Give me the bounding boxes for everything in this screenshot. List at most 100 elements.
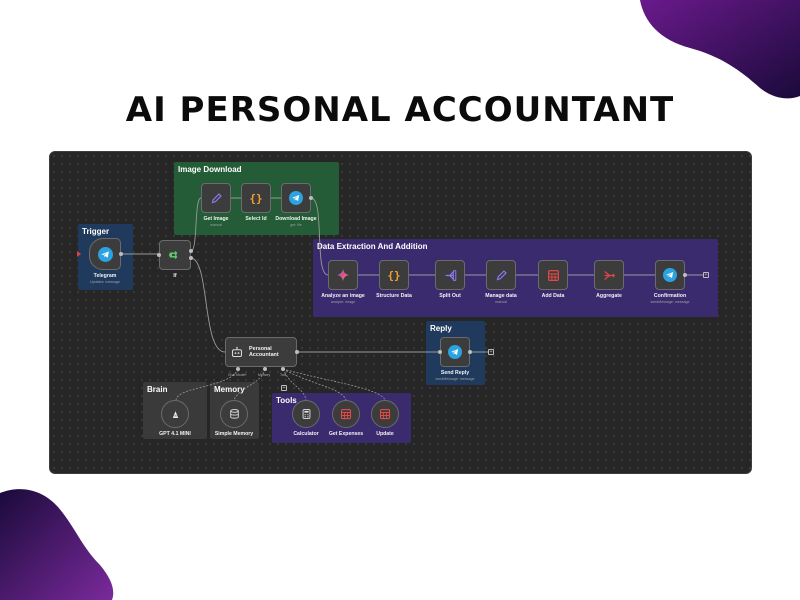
node-label-personal-accountant: Personal Accountant <box>249 345 279 359</box>
port-out-send-reply[interactable] <box>468 350 472 354</box>
group-title-memory: Memory <box>214 385 245 394</box>
telegram-icon <box>289 191 303 205</box>
workflow-canvas[interactable]: Trigger Image Download Data Extraction A… <box>49 151 752 474</box>
group-title-brain: Brain <box>147 385 168 394</box>
port-out-telegram[interactable] <box>119 252 123 256</box>
group-title-tools: Tools <box>276 396 297 405</box>
braces-icon: {} <box>387 268 401 282</box>
node-analyze-image[interactable] <box>328 260 358 290</box>
wire-accountant-expenses <box>282 368 347 401</box>
port-out-confirmation[interactable] <box>683 273 687 277</box>
node-label-gpt: GPT 4.1 MINI <box>159 431 191 437</box>
wire-download-analyze <box>310 197 329 276</box>
node-sub-confirmation: sendMessage: message <box>650 300 690 304</box>
node-select-id[interactable]: {} <box>241 183 271 213</box>
if-icon <box>168 248 182 262</box>
port-out-download[interactable] <box>309 196 313 200</box>
wire-accountant-calculator <box>282 368 307 401</box>
sheets-icon <box>379 408 391 420</box>
node-if[interactable] <box>159 240 191 270</box>
group-title-trigger: Trigger <box>82 227 110 236</box>
node-label-get-expenses: Get Expenses <box>328 431 364 437</box>
port-chat-model[interactable] <box>236 367 240 371</box>
node-label-analyze-image: Analyze an image <box>321 293 365 299</box>
node-label-add-data: Add Data <box>541 293 565 299</box>
node-label-split-out: Split Out <box>439 293 461 299</box>
node-send-reply[interactable] <box>440 337 470 367</box>
node-confirmation[interactable] <box>655 260 685 290</box>
port-in-send-reply[interactable] <box>438 350 442 354</box>
node-label-select-id: Select Id <box>245 216 267 222</box>
page-title: AI PERSONAL ACCOUNTANT <box>125 90 675 130</box>
node-simple-memory[interactable] <box>220 400 248 428</box>
node-aggregate[interactable] <box>594 260 624 290</box>
node-sub-get-image: manual <box>210 223 222 227</box>
node-label-send-reply: Send Reply <box>440 370 470 376</box>
node-label-download-image: Download Image <box>275 216 317 222</box>
split-icon <box>444 269 457 282</box>
node-sub-send-reply: sendMessage: message <box>435 377 475 381</box>
pencil-icon <box>495 269 508 282</box>
corner-blob-top-right <box>640 0 800 99</box>
add-tool-button[interactable]: + <box>281 385 287 391</box>
trigger-arrow <box>77 251 81 257</box>
sheets-icon <box>547 269 560 282</box>
port-out-accountant[interactable] <box>295 350 299 354</box>
node-download-image[interactable] <box>281 183 311 213</box>
node-label-telegram: Telegram <box>93 273 117 279</box>
node-label-update: Update <box>376 431 394 437</box>
node-update[interactable] <box>371 400 399 428</box>
wire-accountant-memory <box>233 368 266 401</box>
group-title-reply: Reply <box>430 324 452 333</box>
node-telegram-trigger[interactable] <box>89 238 121 270</box>
wire-accountant-model <box>175 368 239 401</box>
node-add-data[interactable] <box>538 260 568 290</box>
braces-icon: {} <box>249 191 263 205</box>
group-title-image-download: Image Download <box>178 165 242 174</box>
node-label-confirmation: Confirmation <box>653 293 687 299</box>
node-sub-analyze-image: analyze: image <box>330 300 356 304</box>
telegram-icon <box>97 246 113 262</box>
node-label-simple-memory: Simple Memory <box>214 431 254 437</box>
wire-if-accountant <box>190 257 226 353</box>
node-label-get-image: Get Image <box>203 216 229 222</box>
aggregate-icon <box>603 269 616 282</box>
database-icon <box>229 408 240 420</box>
port-tool[interactable] <box>281 367 285 371</box>
node-sub-download-image: get: file <box>290 223 302 227</box>
node-get-expenses[interactable] <box>332 400 360 428</box>
telegram-icon <box>663 268 677 282</box>
node-label-manage-data: Manage data <box>485 293 517 299</box>
add-node-button-reply[interactable]: + <box>488 349 494 355</box>
node-split-out[interactable] <box>435 260 465 290</box>
port-label-chat-model: Chat Model* <box>228 373 247 377</box>
calculator-icon <box>301 408 312 420</box>
node-gpt-model[interactable] <box>161 400 189 428</box>
telegram-icon <box>448 345 462 359</box>
node-sub-telegram: Updates: message <box>90 280 120 284</box>
wire-accountant-update <box>282 368 386 401</box>
pencil-icon <box>210 192 223 205</box>
port-out-if-false[interactable] <box>189 256 193 260</box>
gemini-icon <box>336 268 350 282</box>
port-out-if-true[interactable] <box>189 249 193 253</box>
node-personal-accountant[interactable]: Personal Accountant <box>225 337 297 367</box>
port-label-memory: Memory <box>258 373 271 377</box>
robot-icon <box>231 346 243 358</box>
node-label-aggregate: Aggregate <box>596 293 622 299</box>
add-node-button-confirmation[interactable]: + <box>703 272 709 278</box>
node-label-calculator: Calculator <box>293 431 319 437</box>
port-label-tool: Tool <box>280 373 287 377</box>
sheets-icon <box>340 408 352 420</box>
node-manage-data[interactable] <box>486 260 516 290</box>
node-get-image[interactable] <box>201 183 231 213</box>
openai-icon <box>170 409 181 420</box>
group-title-data-extraction: Data Extraction And Addition <box>317 242 428 251</box>
node-calculator[interactable] <box>292 400 320 428</box>
corner-blob-bottom-left <box>0 489 114 600</box>
port-memory[interactable] <box>263 367 267 371</box>
port-in-if[interactable] <box>157 253 161 257</box>
connection-wires <box>77 197 703 401</box>
node-structure-data[interactable]: {} <box>379 260 409 290</box>
node-sub-manage-data: manual <box>495 300 507 304</box>
